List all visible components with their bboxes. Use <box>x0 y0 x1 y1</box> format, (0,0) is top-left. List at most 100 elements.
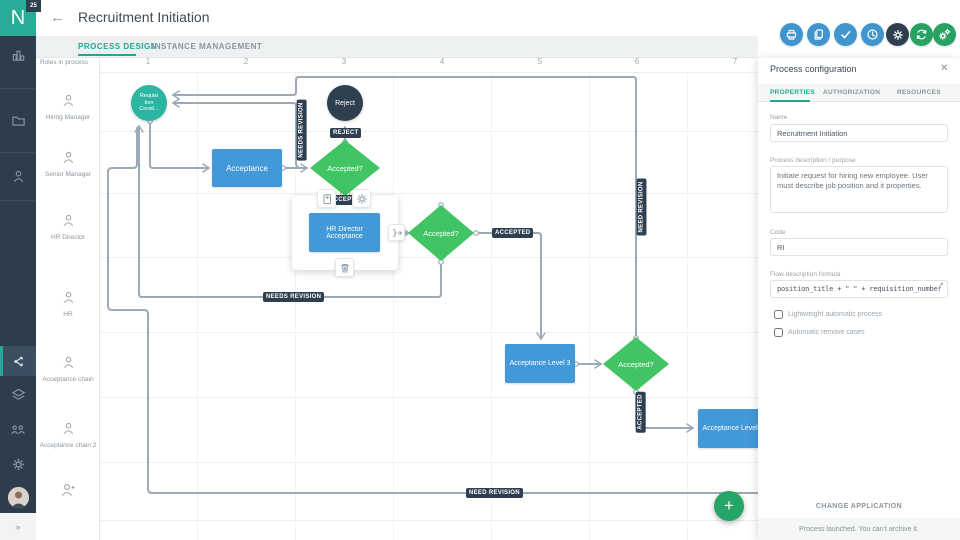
panel-tab-properties[interactable]: PROPERTIES <box>770 89 815 96</box>
flow-branch-icon <box>14 356 23 366</box>
edge-label-accepted-vertical[interactable]: ACCEPTED <box>635 391 646 433</box>
sidebar-item-settings[interactable] <box>0 449 36 479</box>
node-settings-button[interactable] <box>352 189 371 208</box>
gridline <box>36 257 958 258</box>
auto-remove-cases-checkbox[interactable] <box>774 328 783 337</box>
gridline <box>491 72 492 540</box>
column-number: 1 <box>145 57 151 66</box>
print-button[interactable] <box>780 23 803 46</box>
gridline <box>393 72 394 540</box>
edge-label-needs-revision-vertical[interactable]: NEEDS REVISION <box>296 99 307 161</box>
gridline <box>36 131 958 132</box>
person-icon <box>63 422 73 434</box>
panel-tab-bar <box>758 84 960 102</box>
tab-strip <box>36 36 758 58</box>
node-reject[interactable]: Reject <box>327 85 363 121</box>
role-hr[interactable]: HR <box>36 290 100 318</box>
column-number: 4 <box>439 57 445 66</box>
printer-icon <box>786 29 797 40</box>
sync-arrows-icon <box>916 29 927 40</box>
clipboard-icon <box>322 193 331 204</box>
clock-icon <box>867 29 878 40</box>
panel-footer-note: Process launched. You can't archive it. <box>758 518 960 540</box>
node-requisition-creation[interactable]: Requisi tion Creati... <box>131 85 167 121</box>
sidebar-item-processes[interactable] <box>0 346 36 376</box>
gridline <box>36 72 958 73</box>
add-node-button[interactable]: + <box>714 491 744 521</box>
sidebar-item-groups[interactable] <box>0 414 36 444</box>
active-panel-tab-underline <box>770 100 810 102</box>
formula-label: Flow description formula <box>770 271 841 278</box>
sync-button[interactable] <box>910 23 933 46</box>
check-icon <box>841 30 851 39</box>
node-acceptance-level-4[interactable]: Acceptance Level 4 <box>698 409 768 448</box>
role-senior-manager[interactable]: Senior Manager <box>36 150 100 178</box>
avatar-photo <box>8 487 29 508</box>
user-avatar[interactable] <box>8 487 29 508</box>
auto-remove-cases-option[interactable]: Automatic remove cases <box>774 328 865 337</box>
sidebar-item-folders[interactable] <box>0 105 36 135</box>
copy-node-button[interactable] <box>317 189 336 208</box>
column-number: 5 <box>537 57 543 66</box>
layers-icon <box>11 388 25 400</box>
role-hr-director[interactable]: HR Director <box>36 213 100 241</box>
person-icon <box>63 151 73 163</box>
sidebar-item-analytics[interactable] <box>0 40 36 70</box>
gear-icon <box>12 458 24 470</box>
copy-page-icon <box>814 29 823 40</box>
edge-label-accepted[interactable]: ACCEPTED <box>492 228 534 238</box>
group-icon <box>11 424 25 434</box>
duplicate-button[interactable] <box>807 23 830 46</box>
lightweight-process-label: Lightweight automatic process <box>788 311 883 318</box>
close-panel-button[interactable]: ✕ <box>940 63 949 74</box>
gridline <box>36 193 958 194</box>
gridline <box>36 397 958 398</box>
edge-label-reject[interactable]: REJECT <box>330 128 362 138</box>
validate-button[interactable] <box>834 23 857 46</box>
sidebar-item-layers[interactable] <box>0 379 36 409</box>
name-input[interactable] <box>770 124 948 142</box>
sidebar-divider <box>0 152 36 153</box>
panel-tab-resources[interactable]: RESOURCES <box>897 89 941 96</box>
add-role-button[interactable] <box>36 482 100 503</box>
formula-input[interactable] <box>770 280 948 298</box>
back-button[interactable]: ← <box>50 9 65 26</box>
gear-icon <box>356 193 367 204</box>
edge-label-accepted-hidden[interactable]: ACCEPTED <box>326 195 368 205</box>
sidebar-item-users[interactable] <box>0 161 36 191</box>
sidebar-divider <box>0 200 36 201</box>
tab-process-design[interactable]: PROCESS DESIGN <box>78 42 158 51</box>
lightweight-process-checkbox[interactable] <box>774 310 783 319</box>
person-plus-icon <box>62 484 75 496</box>
app-logo[interactable]: N <box>0 0 36 36</box>
node-hr-director-acceptance[interactable]: HR Director Acceptance <box>309 213 380 252</box>
change-application-button[interactable]: CHANGE APPLICATION <box>758 503 960 510</box>
role-hiring-manager[interactable]: Hiring Manager <box>36 93 100 121</box>
description-textarea[interactable]: Initiate request for hiring new employee… <box>770 166 948 213</box>
step-arrow-icon <box>392 228 402 237</box>
gridline <box>36 462 958 463</box>
code-input[interactable] <box>770 238 948 256</box>
lightweight-process-option[interactable]: Lightweight automatic process <box>774 310 882 319</box>
tab-instance-management[interactable]: INSTANCE MANAGEMENT <box>152 42 263 51</box>
sidebar-collapse[interactable]: » <box>0 513 36 540</box>
connect-step-button[interactable] <box>388 224 405 241</box>
folder-icon <box>11 116 25 126</box>
role-acceptance-chain-2[interactable]: Acceptance chain 2 <box>36 421 100 449</box>
node-acceptance-level-3[interactable]: Acceptance Level 3 <box>505 344 575 383</box>
role-acceptance-chain[interactable]: Acceptance chain <box>36 355 100 383</box>
node-acceptance[interactable]: Acceptance <box>212 149 282 187</box>
settings-button[interactable] <box>886 23 909 46</box>
expand-formula-icon[interactable]: ↗ <box>938 282 944 289</box>
active-tab-underline <box>78 54 136 56</box>
delete-node-button[interactable] <box>335 258 354 277</box>
gridline <box>197 72 198 540</box>
edge-label-need-revision-vertical[interactable]: NEED REVISION <box>636 178 647 236</box>
history-button[interactable] <box>861 23 884 46</box>
edge-label-needs-revision[interactable]: NEEDS REVISION <box>263 292 325 302</box>
double-gear-icon <box>939 28 951 40</box>
edge-label-need-revision[interactable]: NEED REVISION <box>466 488 523 498</box>
column-number: 7 <box>732 57 738 66</box>
process-settings-button[interactable] <box>933 23 956 46</box>
panel-tab-authorization[interactable]: AUTHORIZATION <box>823 89 881 96</box>
